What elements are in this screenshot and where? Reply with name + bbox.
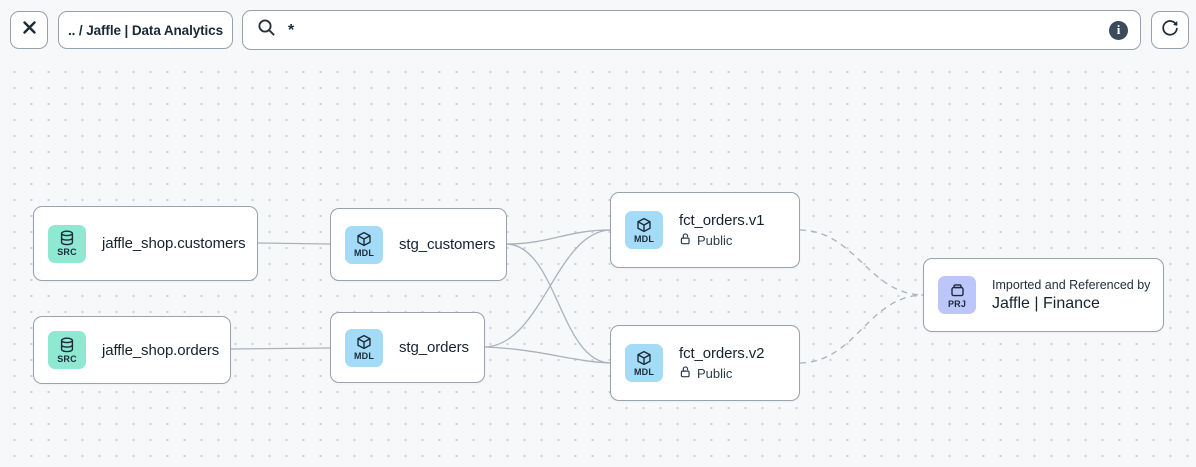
cube-icon bbox=[636, 217, 652, 233]
source-badge: SRC bbox=[48, 224, 86, 263]
badge-label: SRC bbox=[57, 247, 77, 257]
node-model-fct-orders-v2[interactable]: MDL fct_orders.v2 Public bbox=[610, 325, 800, 401]
toolbar: .. / Jaffle | Data Analytics i bbox=[0, 0, 1196, 58]
lock-open-icon bbox=[679, 232, 692, 248]
edge-stg-customers-fct-v2 bbox=[506, 243, 611, 364]
model-badge: MDL bbox=[625, 344, 663, 382]
edge-stg-orders-fct-v2 bbox=[484, 346, 611, 364]
refresh-icon bbox=[1160, 18, 1180, 43]
edge-src-orders-stg-orders bbox=[230, 347, 331, 350]
edge-src-customers-stg-customers bbox=[257, 242, 331, 245]
close-icon bbox=[22, 20, 37, 40]
access-label: Public bbox=[697, 232, 733, 248]
database-icon bbox=[59, 337, 75, 353]
search-input[interactable] bbox=[286, 19, 1109, 41]
badge-label: MDL bbox=[633, 366, 655, 377]
refresh-button[interactable] bbox=[1151, 11, 1189, 49]
node-model-stg-orders[interactable]: MDL stg_orders bbox=[330, 312, 485, 383]
edge-fct-v1-prj bbox=[799, 229, 924, 296]
cube-icon bbox=[356, 231, 372, 247]
close-lineage-button[interactable] bbox=[10, 11, 48, 49]
project-box-icon bbox=[949, 281, 966, 298]
node-title: jaffle_shop.orders bbox=[102, 341, 220, 359]
access-label: Public bbox=[697, 365, 733, 381]
node-source-jaffle-shop-customers[interactable]: SRC jaffle_shop.customers bbox=[33, 206, 258, 281]
node-title: fct_orders.v1 bbox=[679, 212, 765, 229]
model-badge: MDL bbox=[345, 225, 383, 264]
source-badge: SRC bbox=[48, 331, 86, 369]
model-badge: MDL bbox=[345, 328, 383, 367]
edge-stg-orders-fct-v1 bbox=[484, 229, 611, 348]
breadcrumb[interactable]: .. / Jaffle | Data Analytics bbox=[58, 11, 233, 49]
breadcrumb-label: .. / Jaffle | Data Analytics bbox=[67, 22, 224, 38]
search-box[interactable]: i bbox=[242, 10, 1141, 50]
badge-label: MDL bbox=[353, 351, 375, 361]
node-source-jaffle-shop-orders[interactable]: SRC jaffle_shop.orders bbox=[33, 316, 231, 384]
node-model-stg-customers[interactable]: MDL stg_customers bbox=[330, 208, 507, 281]
edge-stg-customers-fct-v1 bbox=[506, 229, 611, 245]
project-badge: PRJ bbox=[938, 276, 976, 314]
badge-label: MDL bbox=[353, 248, 375, 258]
badge-label: SRC bbox=[57, 353, 77, 364]
node-title: stg_orders bbox=[399, 339, 469, 356]
model-badge: MDL bbox=[625, 211, 663, 249]
search-icon bbox=[257, 18, 276, 42]
project-subtitle: Imported and Referenced by bbox=[992, 277, 1151, 292]
access-row: Public bbox=[679, 365, 764, 381]
info-icon[interactable]: i bbox=[1109, 20, 1128, 40]
badge-label: MDL bbox=[633, 233, 655, 244]
cube-icon bbox=[636, 350, 652, 366]
node-project-jaffle-finance[interactable]: PRJ Imported and Referenced by Jaffle | … bbox=[923, 258, 1164, 332]
badge-label: PRJ bbox=[947, 299, 967, 309]
lock-open-icon bbox=[679, 365, 692, 381]
database-icon bbox=[59, 230, 75, 246]
node-title: fct_orders.v2 bbox=[679, 345, 765, 362]
node-title: jaffle_shop.customers bbox=[102, 235, 246, 252]
project-title: Jaffle | Finance bbox=[992, 294, 1100, 312]
node-title: stg_customers bbox=[399, 236, 496, 253]
edge-fct-v2-prj bbox=[799, 294, 924, 364]
node-model-fct-orders-v1[interactable]: MDL fct_orders.v1 Public bbox=[610, 192, 800, 268]
access-row: Public bbox=[679, 232, 764, 248]
cube-icon bbox=[356, 334, 372, 350]
